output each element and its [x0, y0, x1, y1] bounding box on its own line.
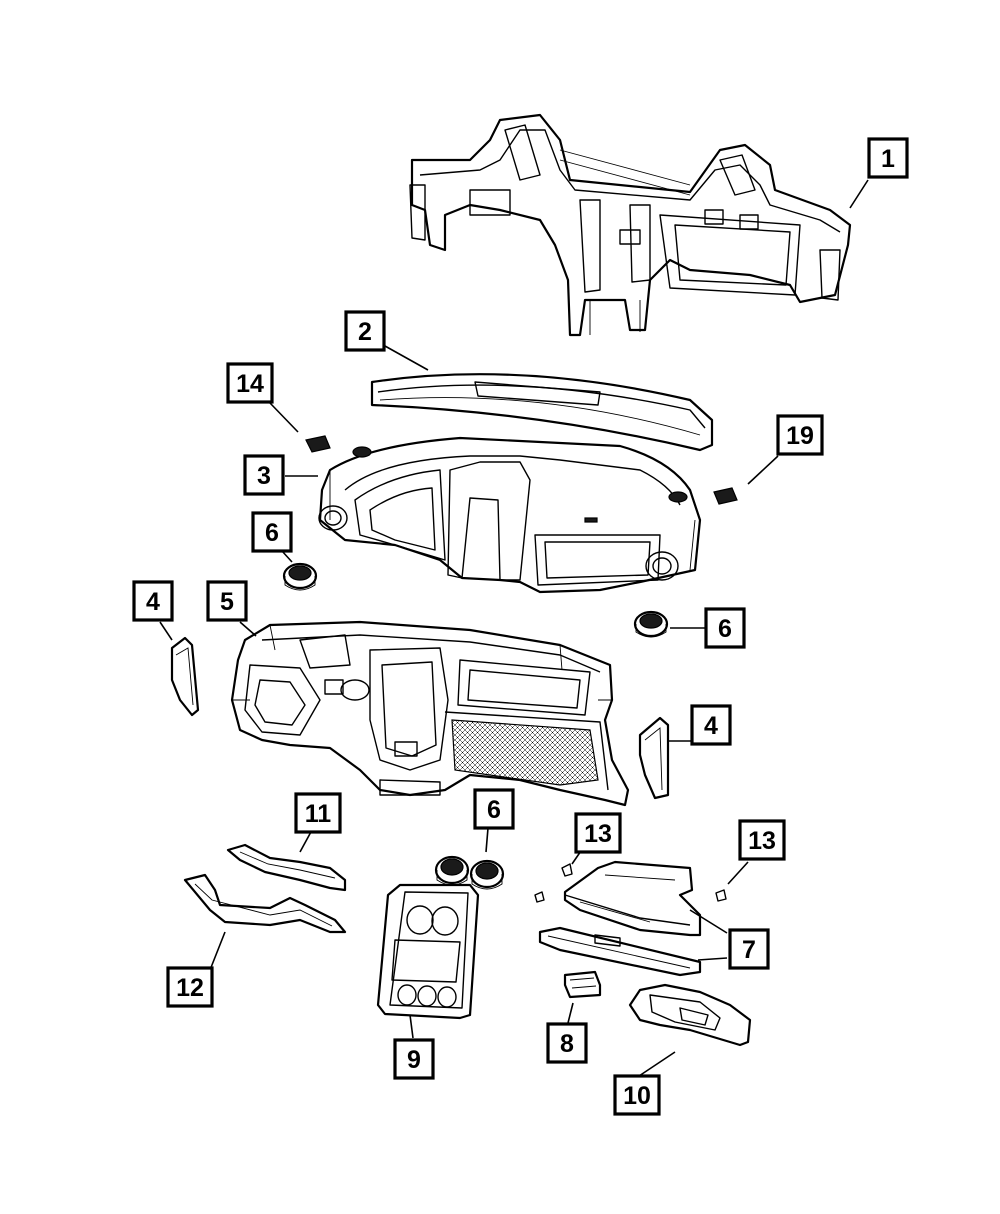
part-6-air-outlet-center: [434, 855, 505, 890]
part-3-instrument-panel-upper: [318, 436, 702, 594]
part-7-glove-box: [538, 860, 702, 977]
callout-5: 5: [206, 580, 248, 622]
part-4-end-cap-right: [638, 716, 670, 800]
callout-label: 10: [623, 1082, 651, 1110]
callout-6-center: 6: [473, 788, 515, 830]
part-13-clip-left: [534, 863, 573, 903]
part-13-clip-right: [715, 889, 727, 902]
part-9-center-bezel: [376, 883, 480, 1020]
part-8-latch: [563, 970, 602, 999]
part-6-air-outlet-right: [633, 610, 669, 638]
callout-2: 2: [344, 310, 386, 352]
callout-12: 12: [166, 966, 214, 1008]
callout-13-left: 13: [574, 812, 622, 854]
callout-19: 19: [776, 414, 824, 456]
callout-label: 2: [358, 318, 372, 346]
part-10-storage-bin: [628, 983, 752, 1047]
callout-label: 8: [560, 1030, 574, 1058]
callout-6-right: 6: [704, 607, 746, 649]
callout-label: 19: [786, 422, 814, 450]
callout-9: 9: [393, 1038, 435, 1080]
callout-10: 10: [613, 1074, 661, 1116]
part-6-air-outlet-left: [282, 562, 318, 591]
callout-label: 13: [748, 827, 776, 855]
part-5-instrument-panel-lower: [230, 620, 630, 807]
callout-6-left: 6: [251, 511, 293, 553]
callout-8: 8: [546, 1022, 588, 1064]
callout-label: 12: [176, 974, 204, 1002]
callout-label: 13: [584, 820, 612, 848]
callout-11: 11: [294, 792, 342, 834]
callout-label: 4: [146, 588, 160, 616]
callout-label: 14: [236, 370, 264, 398]
part-1-crosscar-beam: [409, 113, 852, 337]
callout-label: 5: [220, 588, 234, 616]
callout-label: 1: [881, 145, 895, 173]
part-19-speaker-grille: [713, 487, 738, 505]
callout-4-left: 4: [132, 580, 174, 622]
callout-label: 9: [407, 1046, 421, 1074]
part-2-defroster-panel: [370, 373, 714, 452]
callout-13-right: 13: [738, 819, 786, 861]
callout-1: 1: [867, 137, 909, 179]
callout-7: 7: [728, 928, 770, 970]
callout-label: 7: [742, 936, 756, 964]
callout-label: 6: [265, 519, 279, 547]
callout-label: 6: [718, 615, 732, 643]
part-11-lower-trim: [226, 843, 347, 892]
callout-3: 3: [243, 454, 285, 496]
callout-label: 6: [487, 796, 501, 824]
part-4-end-cap-left: [170, 636, 200, 717]
part-12-knee-bolster: [183, 873, 347, 934]
callout-label: 4: [704, 712, 718, 740]
callout-label: 3: [257, 462, 271, 490]
part-14-speaker-grille: [305, 435, 331, 453]
leader-lines: [159, 179, 869, 1079]
callout-label: 11: [305, 800, 332, 828]
callout-14: 14: [226, 362, 274, 404]
callout-4-right: 4: [690, 704, 732, 746]
